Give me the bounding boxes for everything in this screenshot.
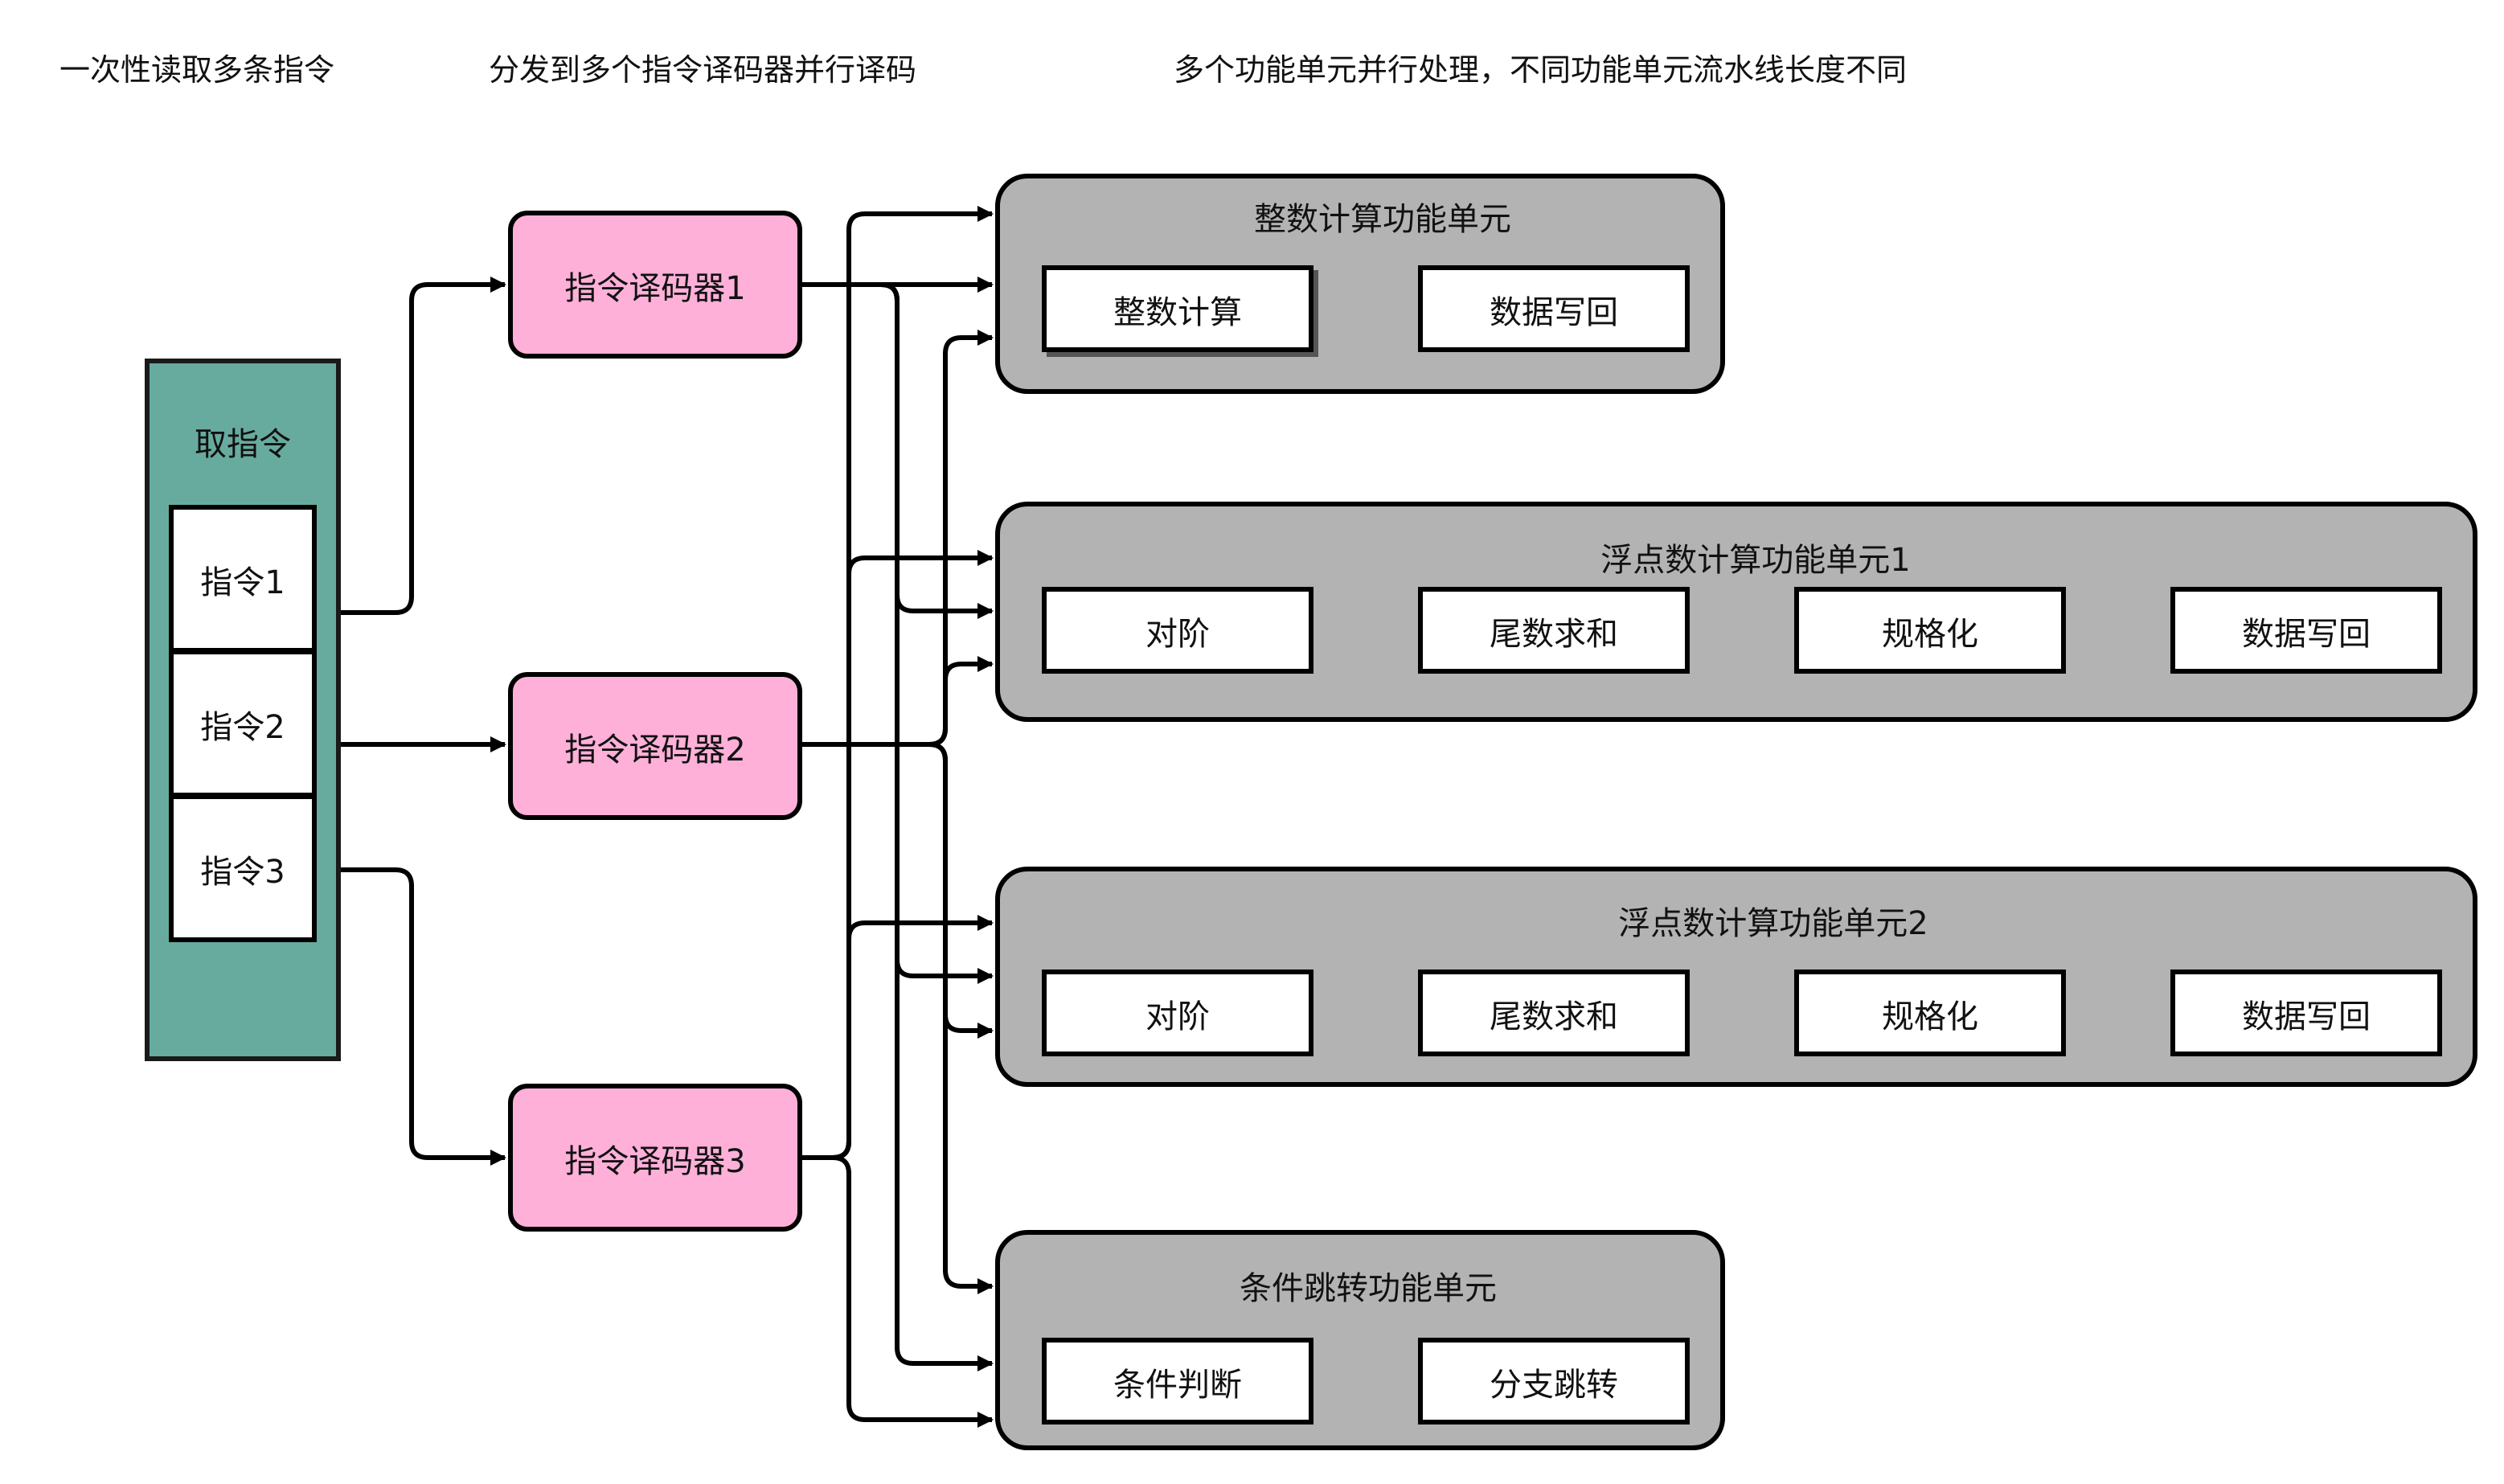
stage-fp1-normalize: 规格化 bbox=[1794, 587, 2066, 674]
stage-label: 规格化 bbox=[1882, 996, 1978, 1035]
edge-ins1-dec1 bbox=[315, 277, 506, 615]
stage-label: 规格化 bbox=[1882, 613, 1978, 652]
instruction-2-label: 指令2 bbox=[200, 707, 285, 745]
instruction-3-label: 指令3 bbox=[200, 851, 285, 890]
instruction-2: 指令2 bbox=[169, 650, 317, 797]
stage-fp2-align: 对阶 bbox=[1042, 970, 1313, 1056]
stage-fp1-writeback: 数据写回 bbox=[2170, 587, 2442, 674]
stage-fp2-writeback: 数据写回 bbox=[2170, 970, 2442, 1056]
decoder-1: 指令译码器1 bbox=[508, 211, 802, 359]
stage-integer-compute: 整数计算 bbox=[1042, 265, 1313, 352]
stage-label: 整数计算 bbox=[1113, 292, 1242, 330]
edge-ins3-dec3 bbox=[315, 867, 506, 1166]
edge-dec1-br bbox=[801, 282, 994, 1371]
unit-float-1-title: 浮点数计算功能单元1 bbox=[1600, 540, 1911, 579]
stage-branch-jump: 分支跳转 bbox=[1418, 1338, 1690, 1425]
decoder-3: 指令译码器3 bbox=[508, 1084, 802, 1232]
stage-fp1-align: 对阶 bbox=[1042, 587, 1313, 674]
stage-label: 对阶 bbox=[1145, 996, 1210, 1035]
stage-label: 尾数求和 bbox=[1490, 996, 1618, 1035]
stage-label: 分支跳转 bbox=[1490, 1364, 1618, 1403]
edge-dec2-br bbox=[801, 742, 994, 1294]
instruction-3: 指令3 bbox=[169, 794, 317, 942]
unit-branch-title: 条件跳转功能单元 bbox=[1240, 1269, 1497, 1307]
stage-label: 对阶 bbox=[1145, 613, 1210, 652]
instruction-1: 指令1 bbox=[169, 505, 317, 653]
stage-label: 数据写回 bbox=[1490, 292, 1618, 330]
decoder-2-label: 指令译码器2 bbox=[564, 729, 746, 768]
decoder-2: 指令译码器2 bbox=[508, 672, 802, 820]
decode-caption: 分发到多个指令译码器并行译码 bbox=[489, 53, 917, 88]
fetch-title: 取指令 bbox=[195, 424, 291, 463]
stage-label: 数据写回 bbox=[2242, 996, 2371, 1035]
unit-integer-title: 整数计算功能单元 bbox=[1254, 199, 1511, 238]
stage-fp2-mantissa-add: 尾数求和 bbox=[1418, 970, 1690, 1056]
edge-dec3-br bbox=[801, 1155, 994, 1428]
exec-caption: 多个功能单元并行处理，不同功能单元流水线长度不同 bbox=[1174, 53, 1908, 88]
decoder-3-label: 指令译码器3 bbox=[564, 1141, 746, 1179]
instruction-1-label: 指令1 bbox=[200, 562, 285, 601]
stage-fp2-normalize: 规格化 bbox=[1794, 970, 2066, 1056]
stage-label: 尾数求和 bbox=[1490, 613, 1618, 652]
stage-branch-condition: 条件判断 bbox=[1042, 1338, 1313, 1425]
stage-label: 数据写回 bbox=[2242, 613, 2371, 652]
unit-float-2-title: 浮点数计算功能单元2 bbox=[1618, 904, 1928, 942]
stage-integer-writeback: 数据写回 bbox=[1418, 265, 1690, 352]
fetch-caption: 一次性读取多条指令 bbox=[59, 53, 335, 88]
stage-fp1-mantissa-add: 尾数求和 bbox=[1418, 587, 1690, 674]
stage-label: 条件判断 bbox=[1113, 1364, 1242, 1403]
decoder-1-label: 指令译码器1 bbox=[564, 268, 746, 306]
